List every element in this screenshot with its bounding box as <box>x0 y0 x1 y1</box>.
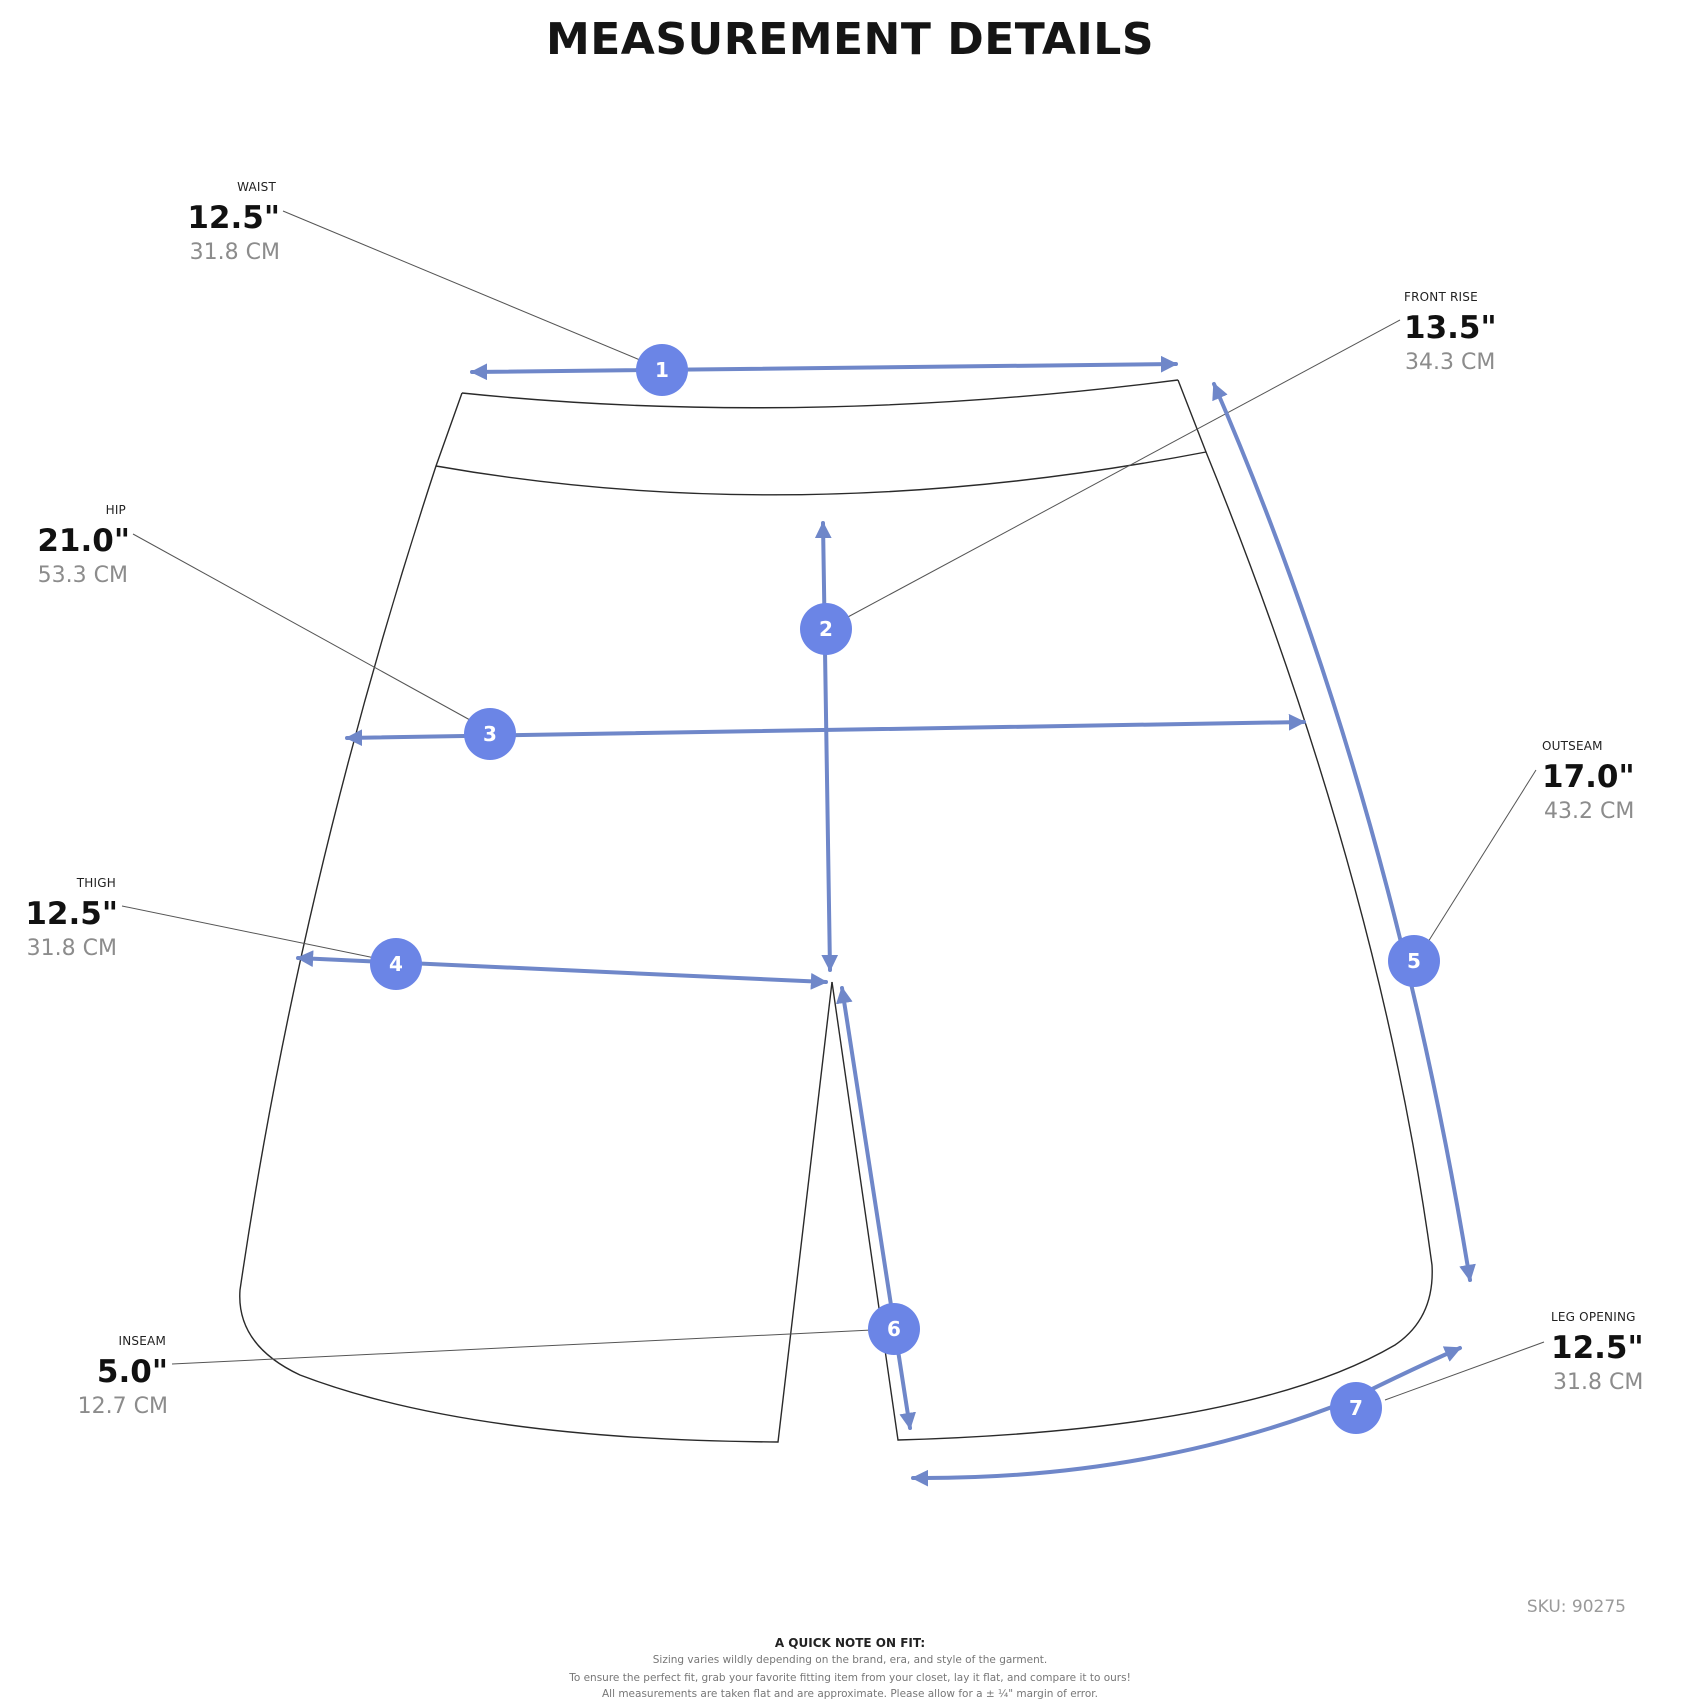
leg-opening-label: LEG OPENING <box>1551 1310 1636 1324</box>
badge-3[interactable]: 3 <box>464 708 516 760</box>
leg-opening-inches: 12.5" <box>1551 1330 1644 1366</box>
waist-inches: 12.5" <box>187 200 280 236</box>
hip-leader-line <box>132 533 471 721</box>
badge-5[interactable]: 5 <box>1388 935 1440 987</box>
svg-text:6: 6 <box>887 1317 901 1341</box>
fit-note-title: A QUICK NOTE ON FIT: <box>774 1636 926 1650</box>
fit-note-line-3: All measurements are taken flat and are … <box>601 1688 1099 1700</box>
waistband-top-edge <box>461 379 1179 409</box>
waist-arrow <box>470 355 1178 381</box>
svg-text:7: 7 <box>1349 1396 1363 1420</box>
leg-opening-cm: 31.8 CM <box>1553 1370 1644 1395</box>
hip-cm: 53.3 CM <box>37 563 128 588</box>
waistband-bottom-edge <box>435 451 1207 496</box>
svg-text:2: 2 <box>819 617 833 641</box>
outseam-inches: 17.0" <box>1542 759 1635 795</box>
badges: 1 2 3 4 5 6 7 <box>370 344 1440 1434</box>
inseam-label: INSEAM <box>118 1334 166 1348</box>
front-rise-inches: 13.5" <box>1404 310 1497 346</box>
waist-leader-line <box>282 210 641 361</box>
hip-inches: 21.0" <box>37 523 130 559</box>
hip-label: HIP <box>105 503 126 517</box>
front-rise-leader-line <box>845 319 1401 619</box>
thigh-label: THIGH <box>76 876 116 890</box>
outseam-cm: 43.2 CM <box>1544 799 1635 824</box>
page-title: MEASUREMENT DETAILS <box>545 14 1155 65</box>
thigh-cm: 31.8 CM <box>26 936 117 961</box>
fit-note-line-1: Sizing varies wildly depending on the br… <box>652 1654 1048 1666</box>
right-leg-outline <box>831 379 1433 1441</box>
inseam-cm: 12.7 CM <box>77 1394 168 1419</box>
svg-text:1: 1 <box>655 358 669 382</box>
outseam-label: OUTSEAM <box>1542 739 1603 753</box>
svg-text:5: 5 <box>1407 949 1421 973</box>
waist-cm: 31.8 CM <box>189 240 280 265</box>
inseam-inches: 5.0" <box>96 1354 168 1390</box>
shorts-outline <box>239 379 1433 1443</box>
badge-2[interactable]: 2 <box>800 603 852 655</box>
badge-6[interactable]: 6 <box>868 1303 920 1355</box>
outseam-leader-line <box>1427 769 1537 943</box>
inseam-arrow <box>836 986 916 1430</box>
sku-label: SKU: 90275 <box>1526 1597 1626 1617</box>
badge-7[interactable]: 7 <box>1330 1382 1382 1434</box>
front-rise-label: FRONT RISE <box>1404 290 1478 304</box>
outseam-arrow <box>1212 382 1476 1282</box>
waist-label: WAIST <box>237 180 276 194</box>
left-leg-outline <box>239 392 833 1443</box>
leg-opening-arrow <box>911 1346 1462 1487</box>
badge-4[interactable]: 4 <box>370 938 422 990</box>
inseam-leader-line <box>171 1329 873 1365</box>
svg-text:3: 3 <box>483 722 497 746</box>
front-rise-arrow <box>814 521 839 972</box>
badge-1[interactable]: 1 <box>636 344 688 396</box>
svg-text:4: 4 <box>389 952 403 976</box>
thigh-inches: 12.5" <box>25 896 118 932</box>
thigh-leader-line <box>121 905 376 959</box>
front-rise-cm: 34.3 CM <box>1405 350 1496 375</box>
fit-note-line-2: To ensure the perfect fit, grab your fav… <box>569 1672 1131 1684</box>
